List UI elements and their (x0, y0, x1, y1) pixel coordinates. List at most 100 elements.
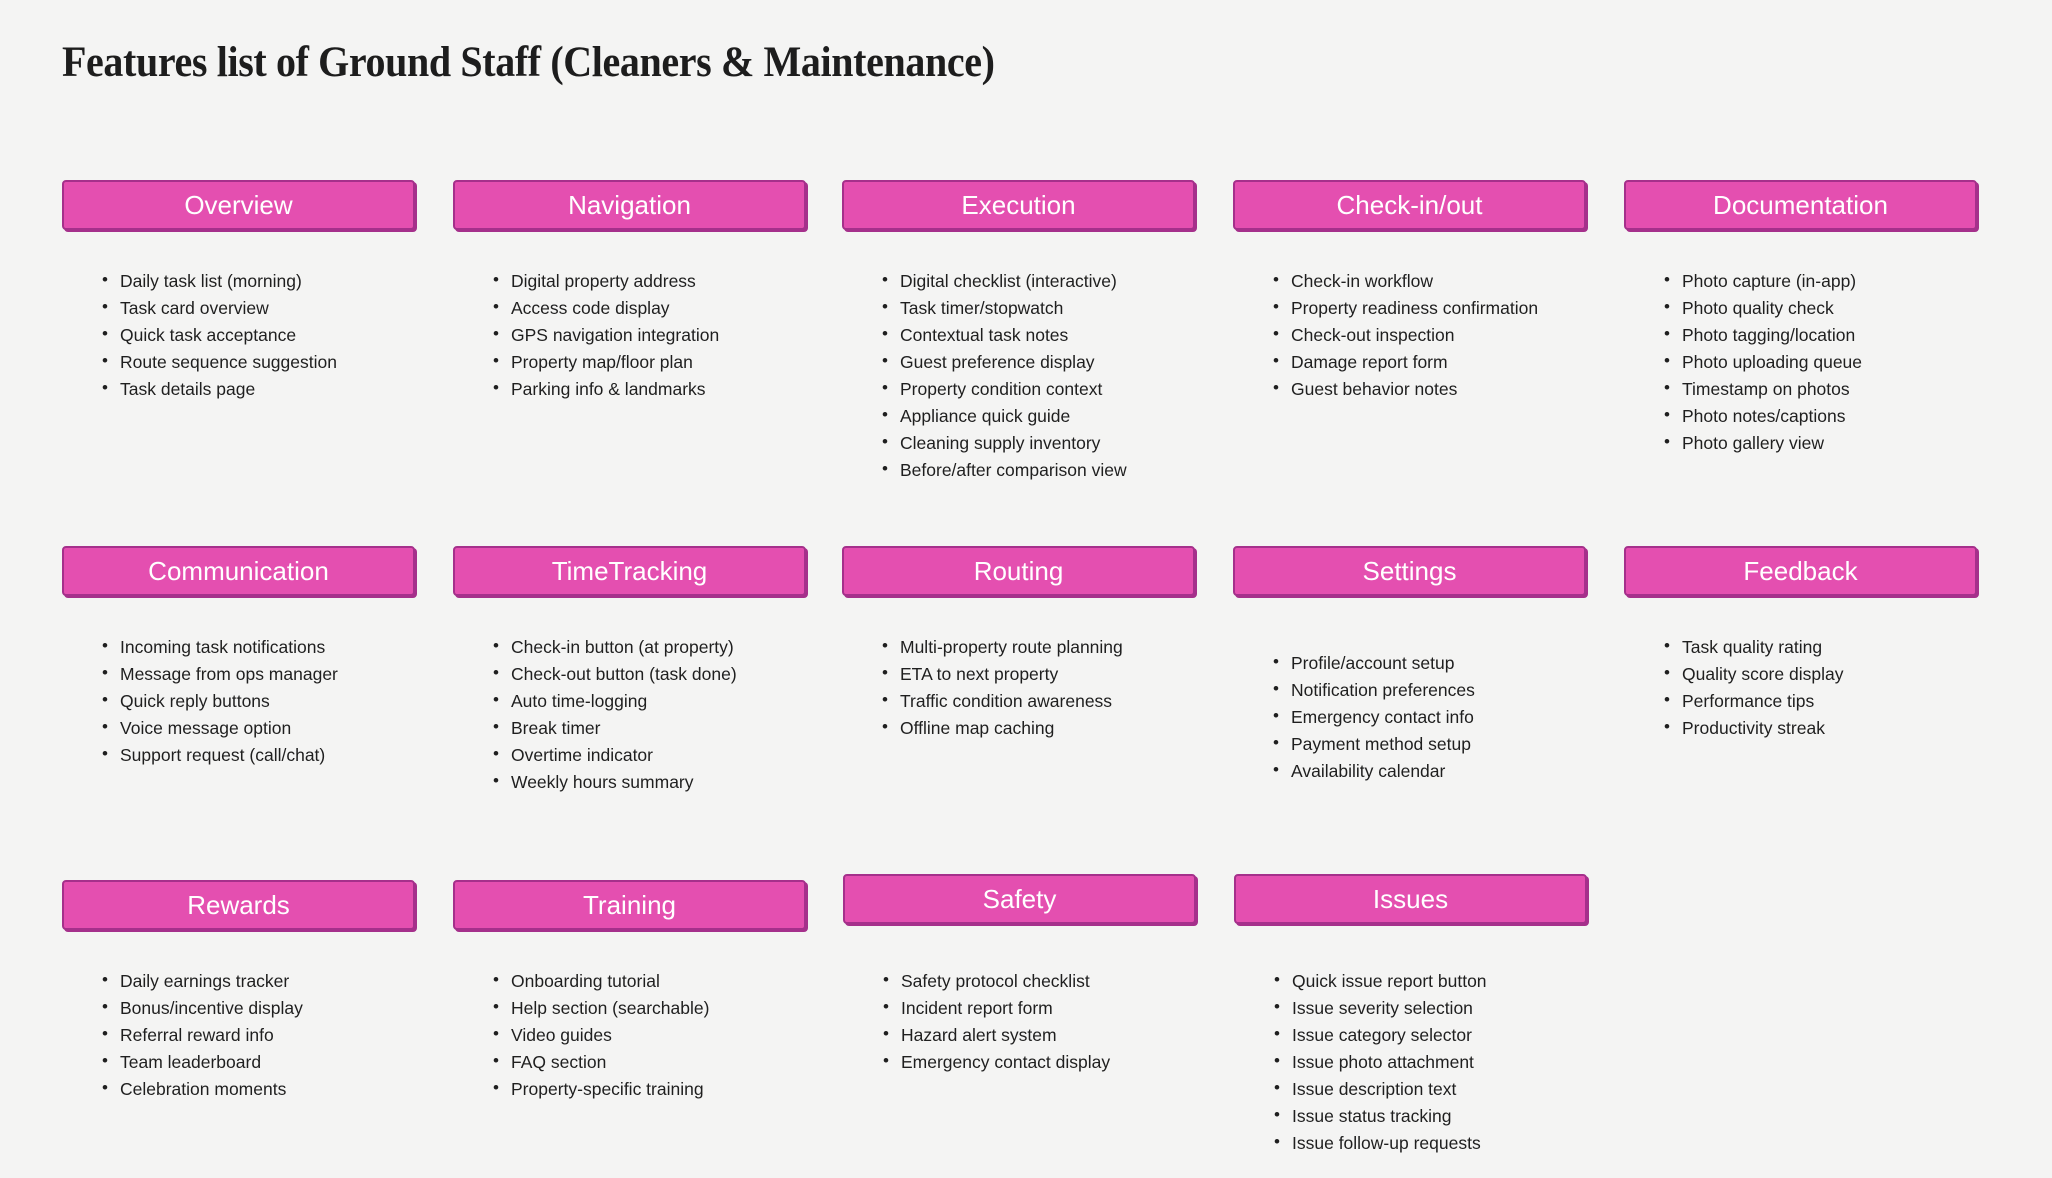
list-item: Check-in workflow (1273, 269, 1673, 292)
card-header[interactable]: Settings (1233, 546, 1586, 596)
list-item: GPS navigation integration (493, 323, 893, 346)
list-item: Issue follow-up requests (1274, 1131, 1674, 1154)
card-header[interactable]: Check-in/out (1233, 180, 1586, 230)
card-feature-list: Digital checklist (interactive)Task time… (882, 269, 1282, 486)
card-title: Check-in/out (1336, 190, 1483, 220)
list-item: Parking info & landmarks (493, 377, 893, 400)
list-item: Incident report form (883, 996, 1283, 1019)
card-title: Overview (184, 190, 293, 220)
card-header[interactable]: Rewards (62, 880, 415, 930)
card-feature-list: Multi-property route planningETA to next… (882, 635, 1282, 744)
list-item: Digital property address (493, 269, 893, 292)
list-item: Issue status tracking (1274, 1104, 1674, 1127)
list-item: Traffic condition awareness (882, 689, 1282, 712)
feature-card: FeedbackTask quality ratingQuality score… (1624, 546, 1977, 738)
list-item: Overtime indicator (493, 743, 893, 766)
list-item: Check-in button (at property) (493, 635, 893, 658)
list-item: Photo notes/captions (1664, 404, 2052, 427)
list-item: Quick issue report button (1274, 969, 1674, 992)
list-item: Check-out inspection (1273, 323, 1673, 346)
card-feature-list: Incoming task notificationsMessage from … (102, 635, 502, 771)
list-item: Daily earnings tracker (102, 969, 502, 992)
card-feature-list: Profile/account setupNotification prefer… (1273, 651, 1673, 787)
list-item: Emergency contact info (1273, 705, 1673, 728)
list-item: Help section (searchable) (493, 996, 893, 1019)
list-item: Bonus/incentive display (102, 996, 502, 1019)
list-item: Notification preferences (1273, 678, 1673, 701)
list-item: Before/after comparison view (882, 458, 1282, 481)
feature-card: TrainingOnboarding tutorialHelp section … (453, 880, 806, 1099)
list-item: Appliance quick guide (882, 404, 1282, 427)
card-header[interactable]: Navigation (453, 180, 806, 230)
card-feature-list: Photo capture (in-app)Photo quality chec… (1664, 269, 2052, 459)
list-item: Issue photo attachment (1274, 1050, 1674, 1073)
list-item: Quality score display (1664, 662, 2052, 685)
list-item: Photo uploading queue (1664, 350, 2052, 373)
card-header[interactable]: Documentation (1624, 180, 1977, 230)
list-item: Daily task list (morning) (102, 269, 502, 292)
feature-card: RewardsDaily earnings trackerBonus/incen… (62, 880, 415, 1099)
card-header[interactable]: TimeTracking (453, 546, 806, 596)
card-header[interactable]: Safety (843, 874, 1196, 924)
feature-card: NavigationDigital property addressAccess… (453, 180, 806, 399)
card-header[interactable]: Execution (842, 180, 1195, 230)
card-title: Documentation (1713, 190, 1888, 220)
list-item: Break timer (493, 716, 893, 739)
list-item: Contextual task notes (882, 323, 1282, 346)
list-item: Guest preference display (882, 350, 1282, 373)
list-item: Property readiness confirmation (1273, 296, 1673, 319)
feature-card: Check-in/outCheck-in workflowProperty re… (1233, 180, 1586, 399)
card-header[interactable]: Issues (1234, 874, 1587, 924)
card-header[interactable]: Feedback (1624, 546, 1977, 596)
list-item: Video guides (493, 1023, 893, 1046)
list-item: Availability calendar (1273, 759, 1673, 782)
card-feature-list: Onboarding tutorialHelp section (searcha… (493, 969, 893, 1105)
list-item: Photo tagging/location (1664, 323, 2052, 346)
feature-card: OverviewDaily task list (morning)Task ca… (62, 180, 415, 399)
list-item: FAQ section (493, 1050, 893, 1073)
list-item: Referral reward info (102, 1023, 502, 1046)
card-feature-list: Daily earnings trackerBonus/incentive di… (102, 969, 502, 1105)
card-header[interactable]: Training (453, 880, 806, 930)
list-item: Auto time-logging (493, 689, 893, 712)
card-title: Safety (982, 884, 1057, 914)
list-item: Property condition context (882, 377, 1282, 400)
list-item: Task card overview (102, 296, 502, 319)
feature-card: IssuesQuick issue report buttonIssue sev… (1234, 874, 1587, 1153)
card-title: Rewards (187, 890, 290, 920)
card-title: Routing (973, 556, 1064, 586)
card-feature-list: Quick issue report buttonIssue severity … (1274, 969, 1674, 1159)
card-title: Training (583, 890, 676, 920)
list-item: Cleaning supply inventory (882, 431, 1282, 454)
list-item: Celebration moments (102, 1077, 502, 1100)
list-item: Payment method setup (1273, 732, 1673, 755)
card-title: Settings (1362, 556, 1457, 586)
feature-card: CommunicationIncoming task notifications… (62, 546, 415, 765)
list-item: Damage report form (1273, 350, 1673, 373)
list-item: Check-out button (task done) (493, 662, 893, 685)
list-item: Quick task acceptance (102, 323, 502, 346)
card-title: Execution (961, 190, 1076, 220)
card-title: Navigation (568, 190, 691, 220)
list-item: Property map/floor plan (493, 350, 893, 373)
list-item: Profile/account setup (1273, 651, 1673, 674)
list-item: Task details page (102, 377, 502, 400)
card-header[interactable]: Overview (62, 180, 415, 230)
list-item: Photo capture (in-app) (1664, 269, 2052, 292)
list-item: Safety protocol checklist (883, 969, 1283, 992)
feature-card: SettingsProfile/account setupNotificatio… (1233, 546, 1586, 781)
list-item: Voice message option (102, 716, 502, 739)
feature-card: ExecutionDigital checklist (interactive)… (842, 180, 1195, 480)
list-item: Task quality rating (1664, 635, 2052, 658)
list-item: Issue description text (1274, 1077, 1674, 1100)
list-item: Digital checklist (interactive) (882, 269, 1282, 292)
feature-card: DocumentationPhoto capture (in-app)Photo… (1624, 180, 1977, 453)
card-header[interactable]: Communication (62, 546, 415, 596)
list-item: Timestamp on photos (1664, 377, 2052, 400)
card-feature-list: Digital property addressAccess code disp… (493, 269, 893, 405)
list-item: Offline map caching (882, 716, 1282, 739)
list-item: Team leaderboard (102, 1050, 502, 1073)
list-item: Onboarding tutorial (493, 969, 893, 992)
card-header[interactable]: Routing (842, 546, 1195, 596)
